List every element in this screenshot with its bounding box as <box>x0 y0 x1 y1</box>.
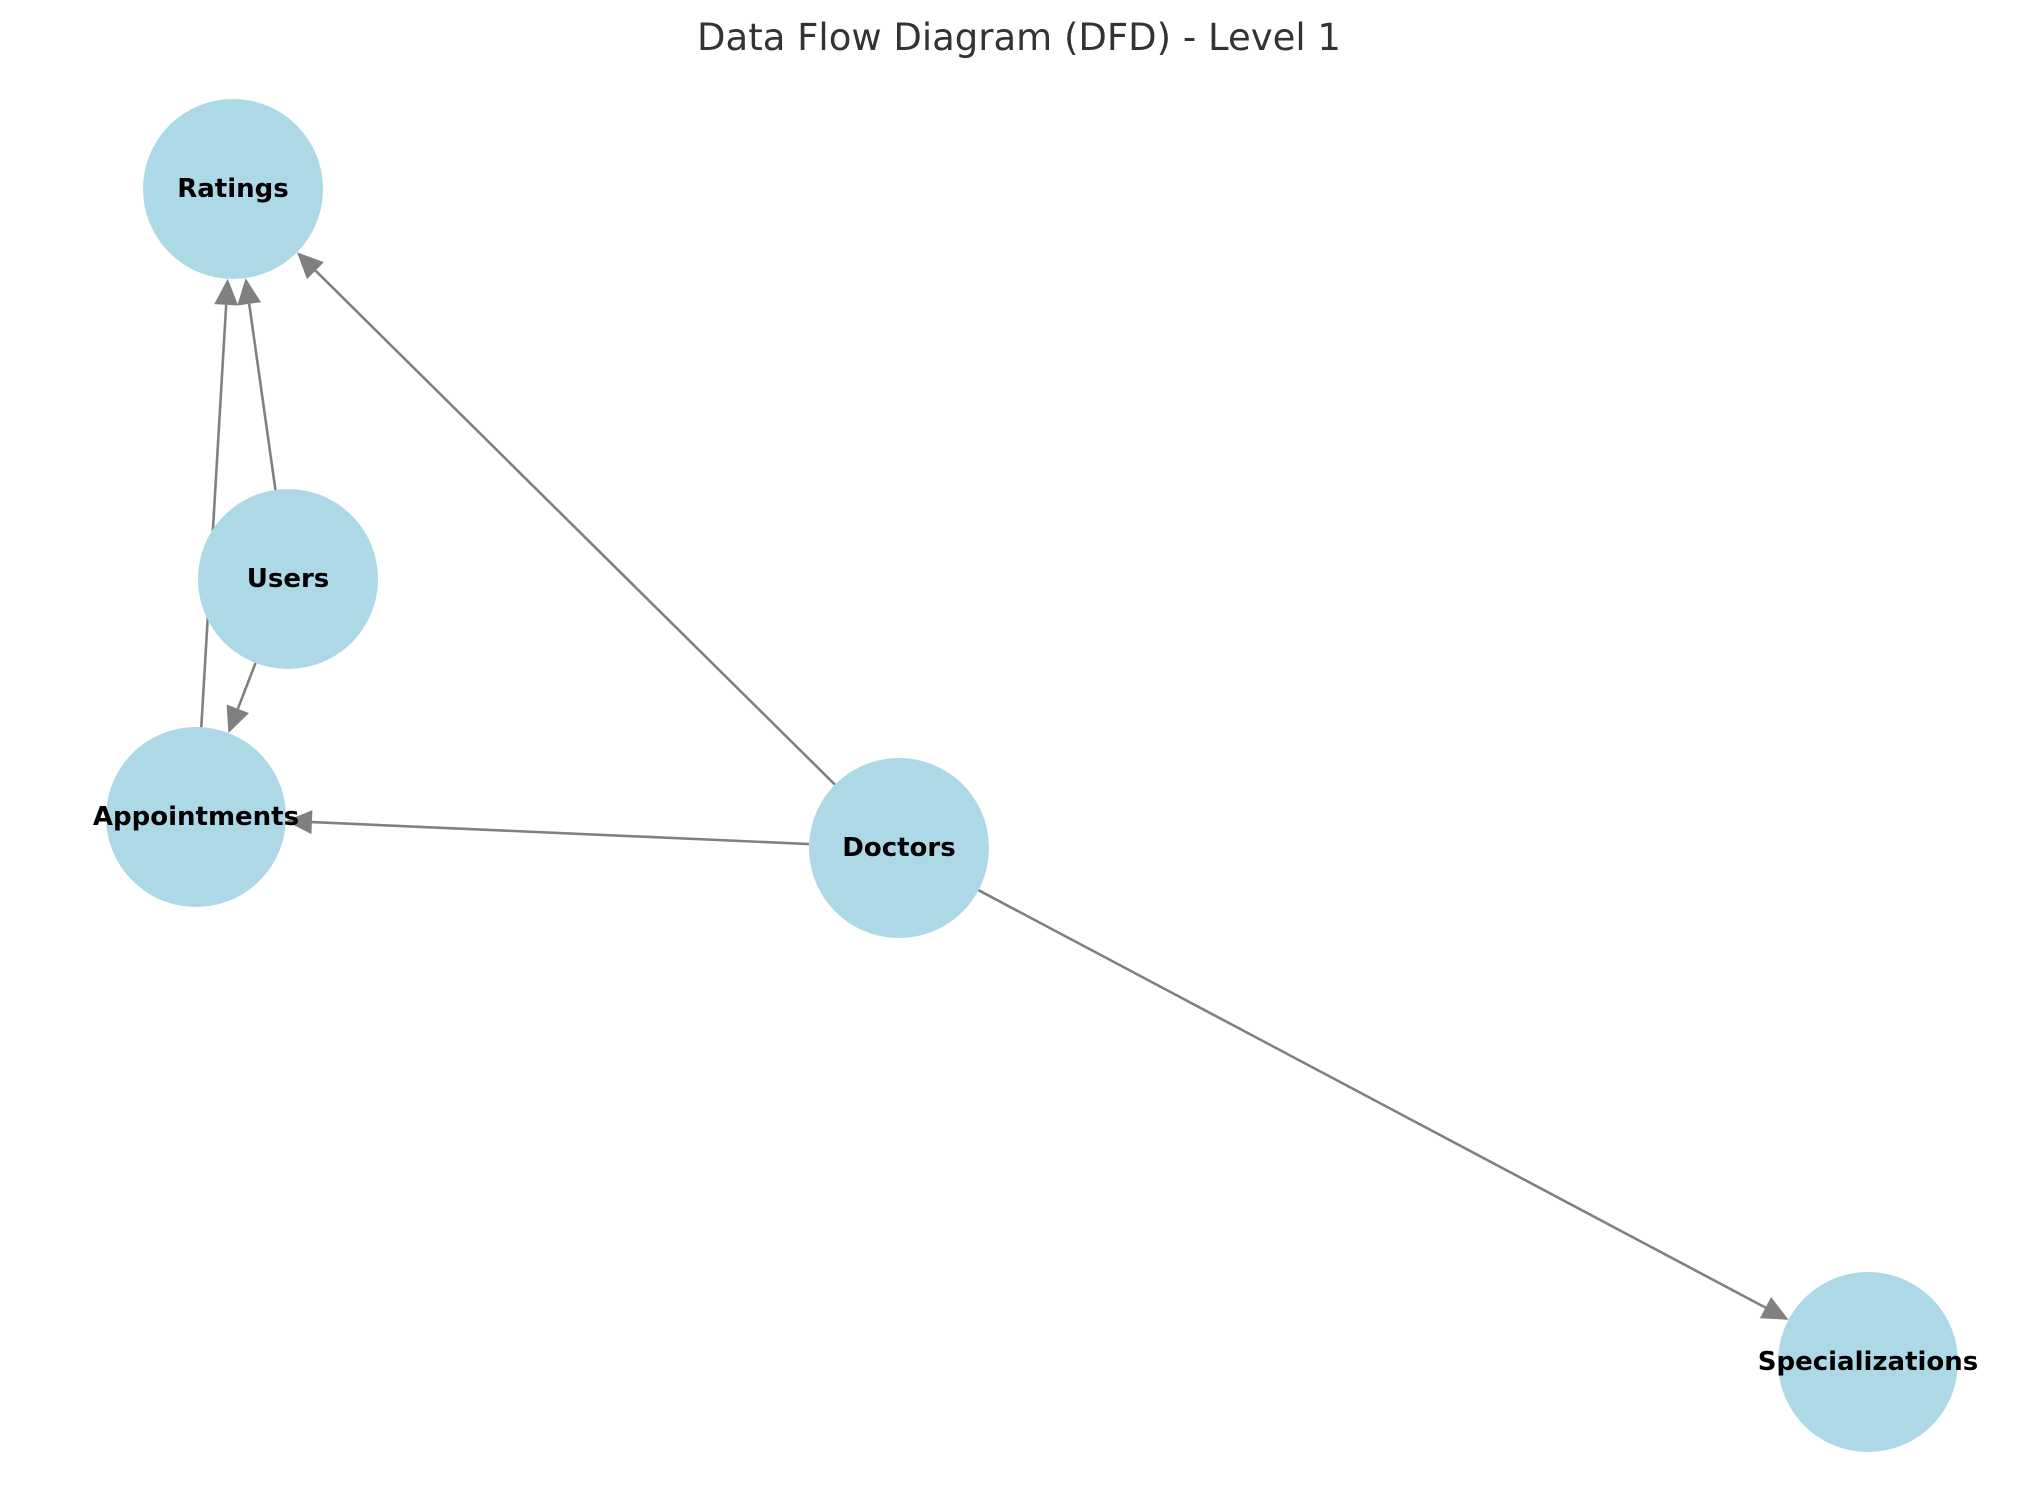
edge-line <box>977 889 1767 1309</box>
arrowhead-icon <box>237 278 262 306</box>
node-circle <box>143 99 323 279</box>
node-label: Specializations <box>1758 1347 1979 1377</box>
edge-doctors-to-specializations <box>977 889 1789 1320</box>
node-label: Users <box>247 564 330 594</box>
node-ratings: Ratings <box>143 99 323 279</box>
arrowhead-icon <box>226 704 249 734</box>
edge-line <box>311 820 810 846</box>
node-appointments: Appointments <box>93 727 299 907</box>
arrowhead-icon <box>1759 1297 1789 1320</box>
node-label: Appointments <box>93 802 299 832</box>
diagram-title: Data Flow Diagram (DFD) - Level 1 <box>697 16 1341 59</box>
arrowhead-icon <box>214 278 239 306</box>
edge-users-to-appointments <box>226 662 257 734</box>
edge-line <box>247 303 277 491</box>
edge-line <box>236 662 257 710</box>
node-circle <box>809 758 989 938</box>
node-label: Doctors <box>842 833 955 863</box>
node-circle <box>198 489 378 669</box>
edge-line <box>199 304 228 728</box>
node-users: Users <box>198 489 378 669</box>
node-circle <box>106 727 286 907</box>
node-label: Ratings <box>177 174 289 204</box>
edge-doctors-to-appointments <box>285 810 810 846</box>
arrowhead-icon <box>297 252 324 280</box>
edges-layer <box>199 252 1789 1320</box>
edge-line <box>314 269 836 786</box>
node-doctors: Doctors <box>809 758 989 938</box>
edge-appointments-to-ratings <box>199 278 239 728</box>
edge-doctors-to-ratings <box>297 252 836 786</box>
node-circle <box>1778 1272 1958 1452</box>
edge-users-to-ratings <box>237 278 277 491</box>
arrowhead-icon <box>285 810 313 835</box>
node-specializations: Specializations <box>1758 1272 1979 1452</box>
nodes-layer: RatingsUsersAppointmentsDoctorsSpecializ… <box>93 99 1978 1452</box>
